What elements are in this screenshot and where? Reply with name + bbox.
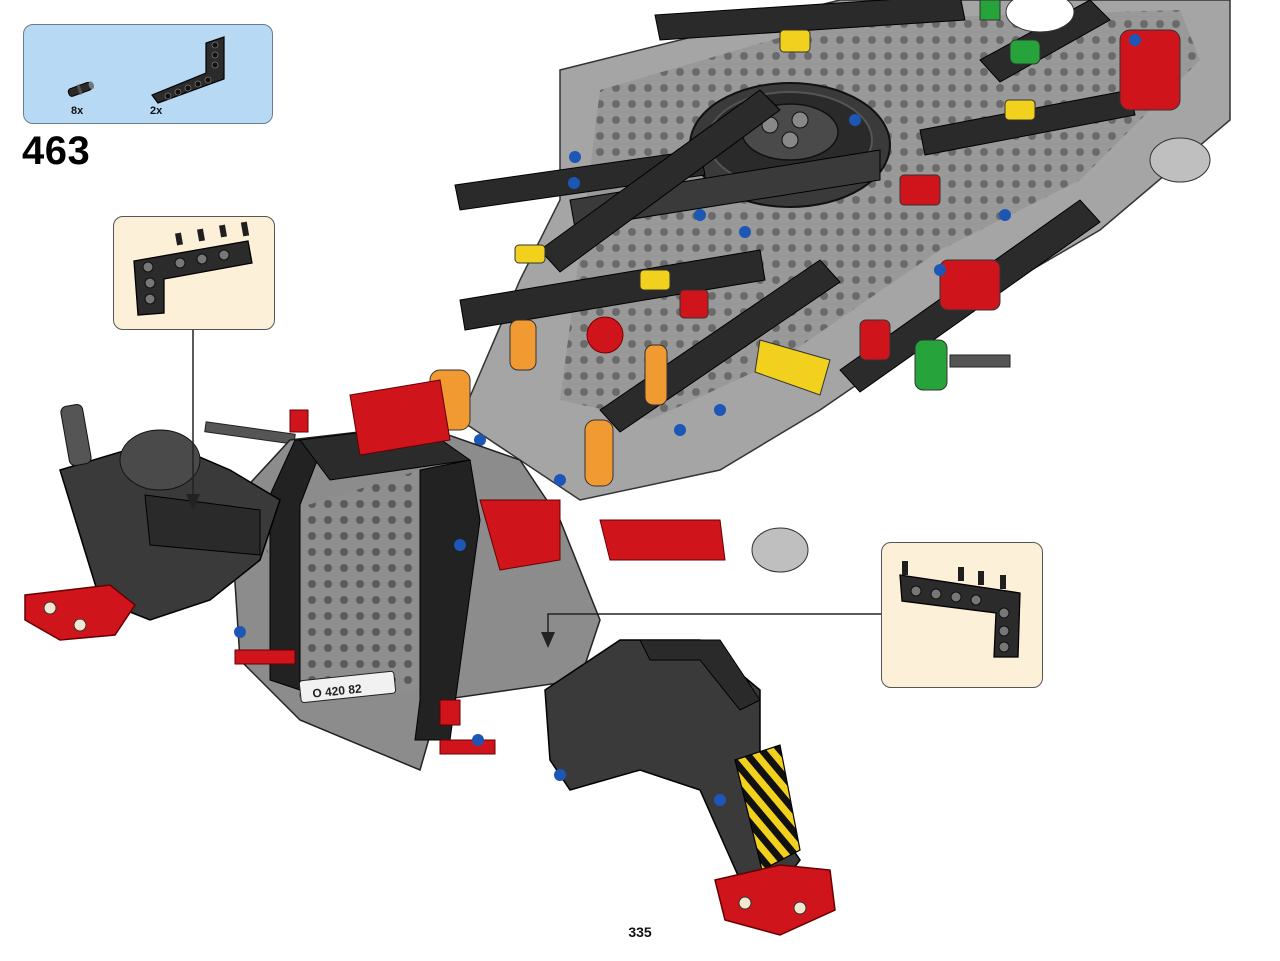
axle-pin-icon bbox=[67, 81, 95, 97]
parts-list-box: 8x 2x bbox=[23, 24, 273, 124]
callout-left bbox=[113, 216, 275, 330]
plate-text: O 420 82 bbox=[312, 681, 363, 700]
l-beam-icon bbox=[151, 36, 225, 104]
l-beam-icon bbox=[133, 221, 253, 316]
callout-right bbox=[881, 542, 1043, 688]
part-count-beam: 2x bbox=[150, 105, 163, 117]
right-front-arm bbox=[544, 639, 836, 936]
front-chassis: O 420 82 bbox=[24, 379, 726, 772]
page-number: 335 bbox=[628, 924, 652, 940]
rear-chassis bbox=[204, 0, 1231, 573]
callout-connectors bbox=[186, 330, 881, 648]
step-number: 463 bbox=[22, 129, 91, 173]
l-beam-icon bbox=[899, 561, 1021, 658]
part-count-pin: 8x bbox=[71, 105, 84, 117]
